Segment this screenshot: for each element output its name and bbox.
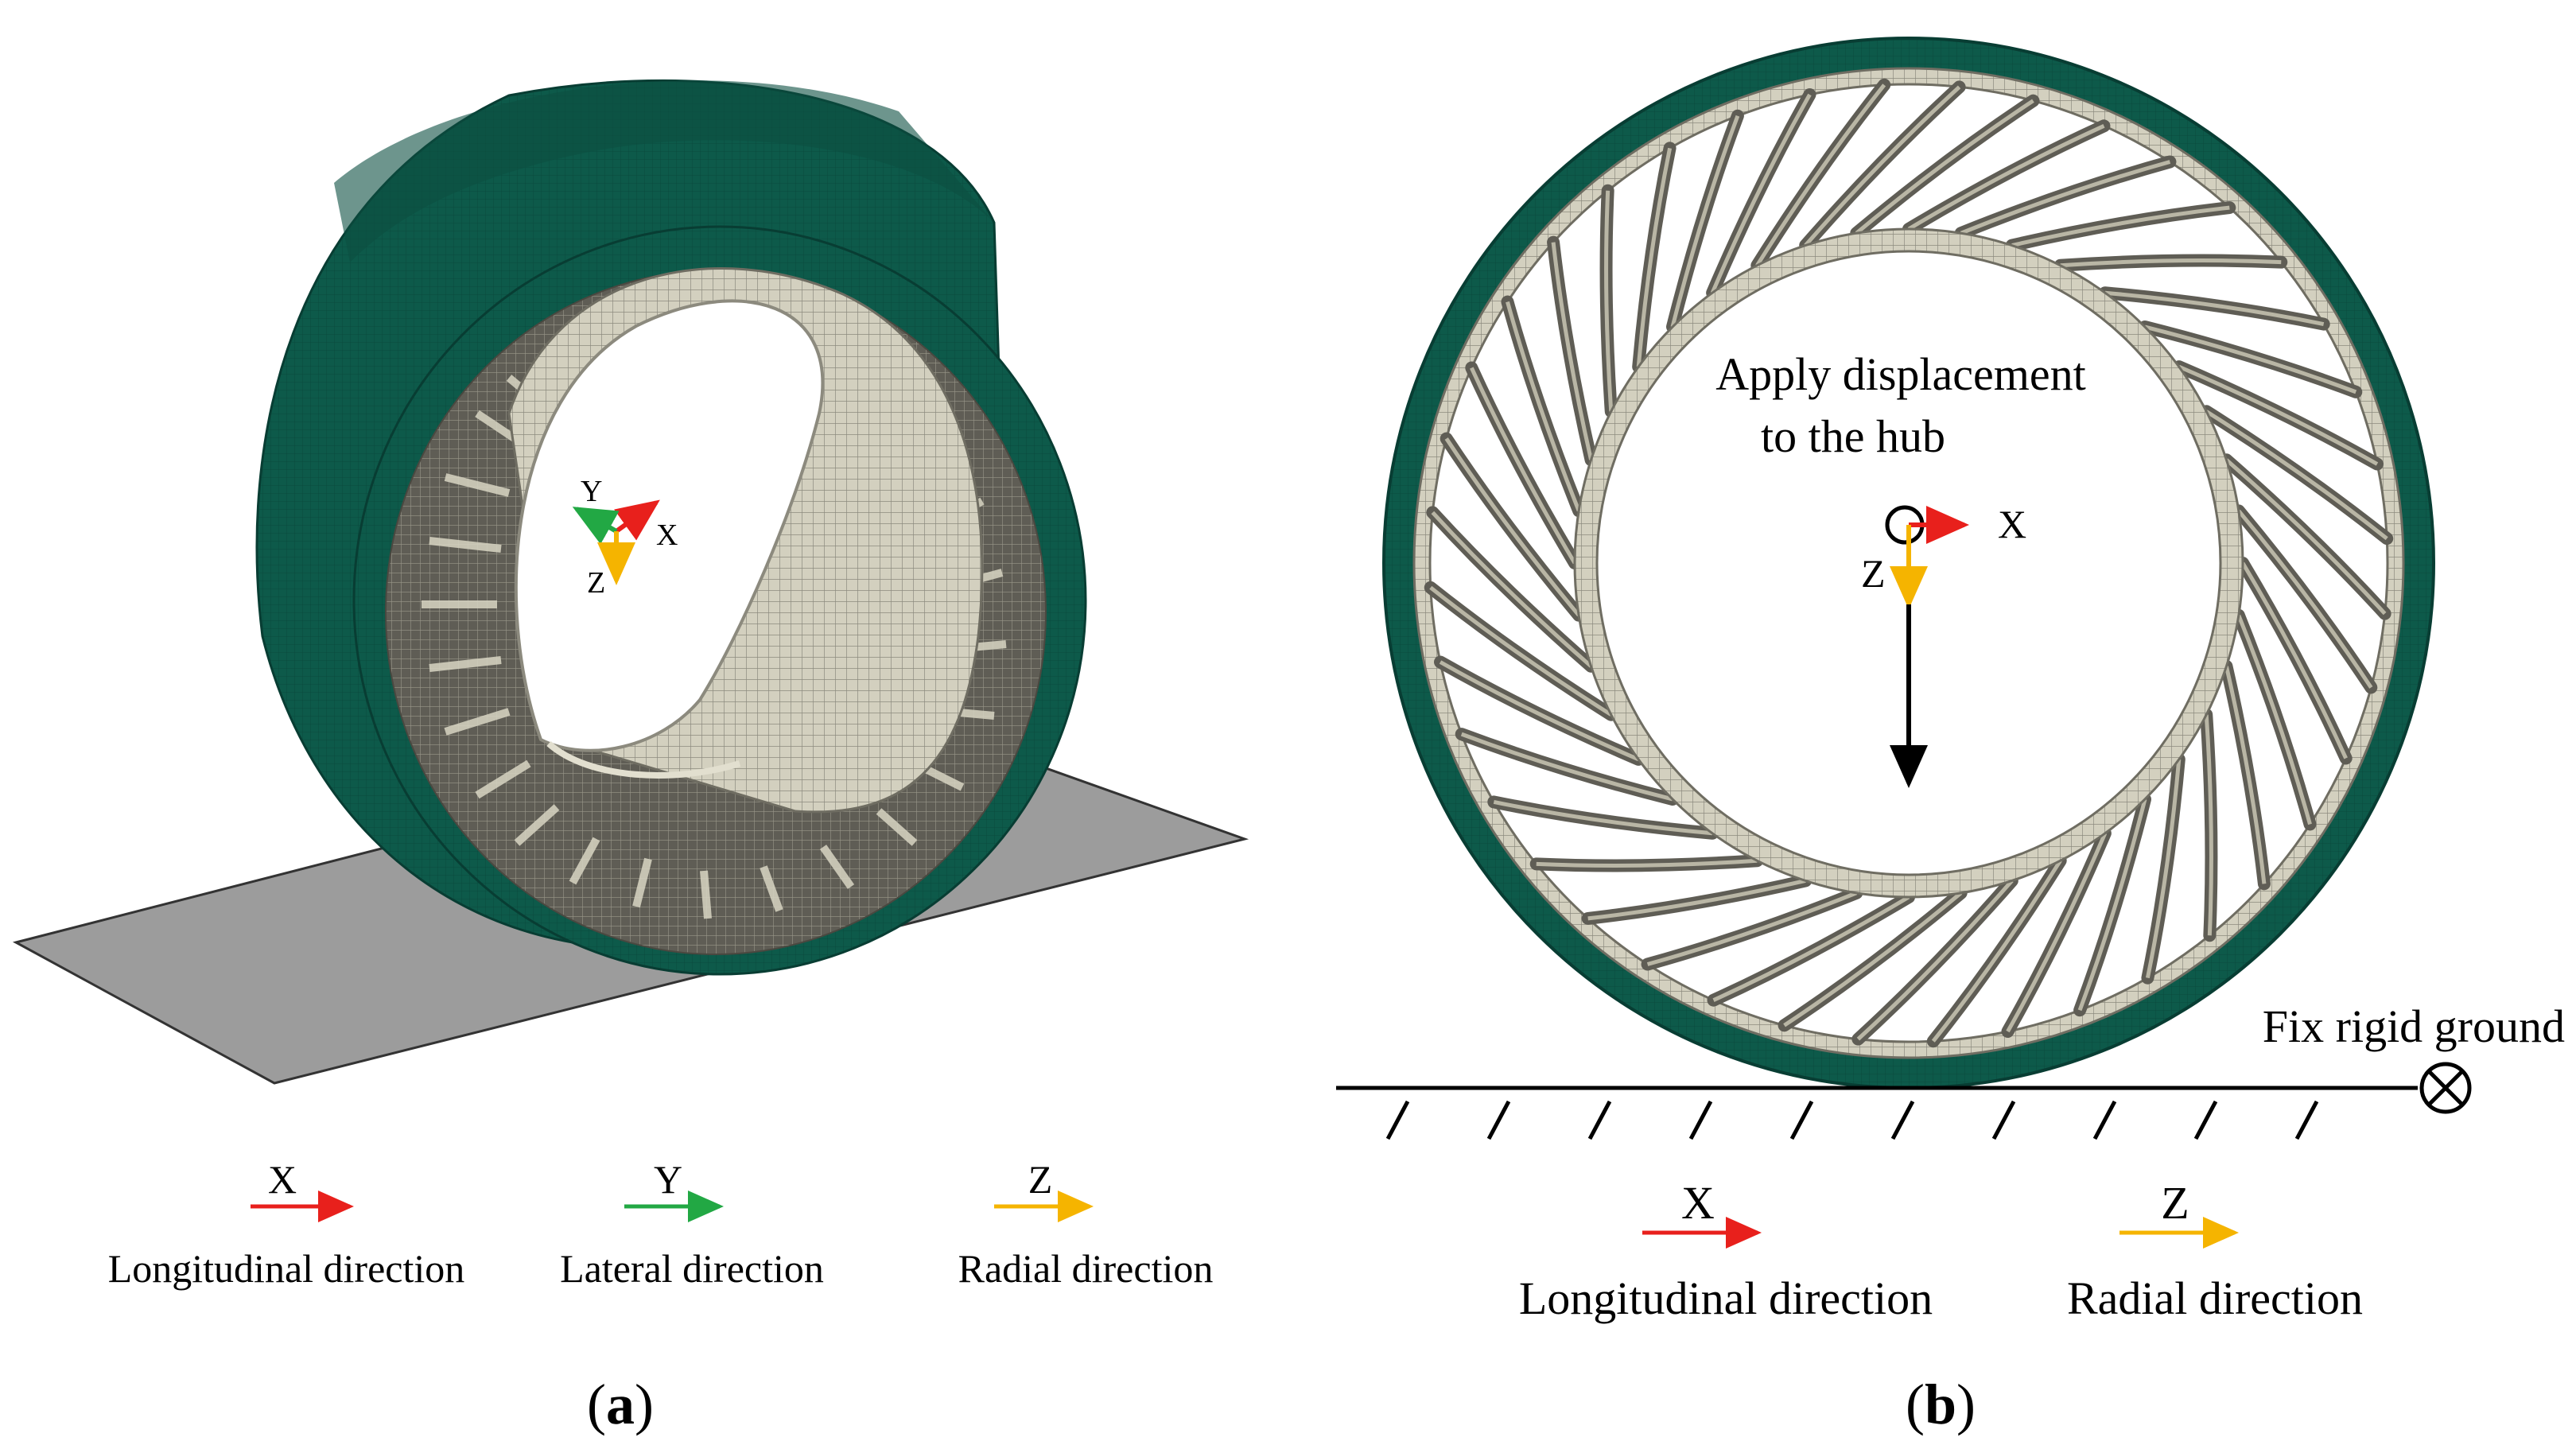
spoke-highlight [1429, 585, 1613, 717]
svg-text:Longitudinal direction: Longitudinal direction [108, 1246, 465, 1291]
spoke-highlight [2240, 561, 2348, 759]
axis-label-y-a: Y [581, 475, 602, 508]
ground-hatch [1991, 1100, 2016, 1140]
spoke-highlight [1755, 84, 1886, 267]
spoke-highlight [2144, 324, 2357, 394]
spoke-highlight [1587, 879, 1806, 921]
spoke-highlight [1431, 511, 1593, 668]
spoke-highlight [1804, 85, 1961, 247]
spoke-highlight [1931, 859, 2062, 1043]
panel-a: Y X Z X Longitudinal direction Y Lateral… [12, 79, 1249, 1436]
rigid-ground: Fix rigid ground [1336, 1000, 2565, 1140]
axis-label-z-a: Z [587, 566, 605, 600]
spoke-highlight [2236, 509, 2373, 689]
ground-hatch [2294, 1100, 2319, 1140]
ground-hatch [1587, 1100, 1612, 1140]
axis-label-z-b: Z [1861, 551, 1886, 596]
spoke-highlight [1783, 891, 1963, 1027]
spoke-highlight [1460, 732, 1673, 802]
ground-hatch [2193, 1100, 2218, 1140]
ground-hatch [1789, 1100, 1814, 1140]
spoke-highlight [1856, 879, 2014, 1041]
spoke-highlight [1536, 858, 1758, 868]
spoke-highlight [1493, 799, 1713, 836]
ground-hatch [2092, 1100, 2117, 1140]
ground-label: Fix rigid ground [2263, 1000, 2565, 1052]
svg-text:Radial direction: Radial direction [2067, 1272, 2363, 1324]
ground-hatch [1890, 1100, 1915, 1140]
svg-text:Z: Z [2161, 1177, 2189, 1229]
spoke-highlight [1960, 160, 2171, 235]
spoke-highlight [1646, 891, 1858, 966]
axis-label-x-a: X [656, 519, 678, 552]
spoke-highlight [1506, 301, 1581, 512]
svg-text:Y: Y [654, 1157, 682, 1202]
spoke-highlight [2224, 458, 2387, 616]
spoke-highlight [1712, 895, 1910, 1002]
svg-text:Z: Z [1028, 1157, 1053, 1202]
svg-text:Radial direction: Radial direction [958, 1246, 1214, 1291]
ground-hatch [1486, 1100, 1511, 1140]
panel-label-a: (a) [587, 1373, 654, 1436]
spoke-highlight [2204, 714, 2213, 936]
spoke-highlight [2205, 410, 2388, 541]
spoke-highlight [2236, 614, 2312, 825]
spoke-highlight [2145, 759, 2182, 979]
svg-text:Lateral direction: Lateral direction [560, 1246, 824, 1291]
svg-text:Longitudinal direction: Longitudinal direction [1519, 1272, 1933, 1324]
annotation-line-1: Apply displacement [1715, 348, 2086, 400]
ground-hatch [1688, 1100, 1713, 1140]
spoke-highlight [1636, 147, 1673, 367]
spoke-highlight [1470, 367, 1577, 565]
spoke-highlight [2060, 258, 2282, 268]
spoke-highlight [2011, 205, 2230, 247]
svg-text:X: X [268, 1157, 297, 1202]
ground-hatch [1385, 1100, 1410, 1140]
spoke-highlight [2224, 666, 2267, 884]
spoke-highlight [1551, 242, 1593, 460]
spoke-highlight [2104, 290, 2325, 327]
legend-item-x-b: X Longitudinal direction [1519, 1177, 1933, 1324]
spoke-highlight [2077, 798, 2147, 1012]
spoke-highlight [2178, 364, 2379, 466]
legend-a: X Longitudinal direction Y Lateral direc… [108, 1157, 1214, 1291]
legend-item-x-a: X Longitudinal direction [108, 1157, 465, 1291]
spoke-highlight [1444, 437, 1581, 617]
legend-item-y-a: Y Lateral direction [560, 1157, 824, 1291]
spoke-highlight [1604, 190, 1614, 412]
spoke-highlight [1439, 660, 1640, 762]
spoke-highlight [1855, 99, 2034, 235]
panel-label-b: (b) [1906, 1373, 1976, 1436]
legend-item-z-b: Z Radial direction [2067, 1177, 2363, 1324]
annotation-line-2: to the hub [1761, 410, 1945, 462]
axis-triad-b: X Z [1861, 502, 2026, 788]
spoke-highlight [1907, 124, 2105, 231]
axis-label-x-b: X [1998, 502, 2026, 546]
hub-opening [514, 299, 825, 752]
spoke-highlight [1670, 115, 1740, 328]
spokes-2d [1424, 78, 2394, 1048]
legend-b: X Longitudinal direction Z Radial direct… [1519, 1177, 2363, 1324]
spoke-highlight [1710, 93, 1812, 294]
legend-item-z-a: Z Radial direction [958, 1157, 1214, 1291]
axis-triad-a: Y X Z [572, 475, 678, 600]
svg-text:X: X [1681, 1177, 1715, 1229]
spoke-highlight [2006, 832, 2108, 1033]
panel-b: Apply displacement to the hub X Z Fix ri… [1336, 37, 2565, 1436]
